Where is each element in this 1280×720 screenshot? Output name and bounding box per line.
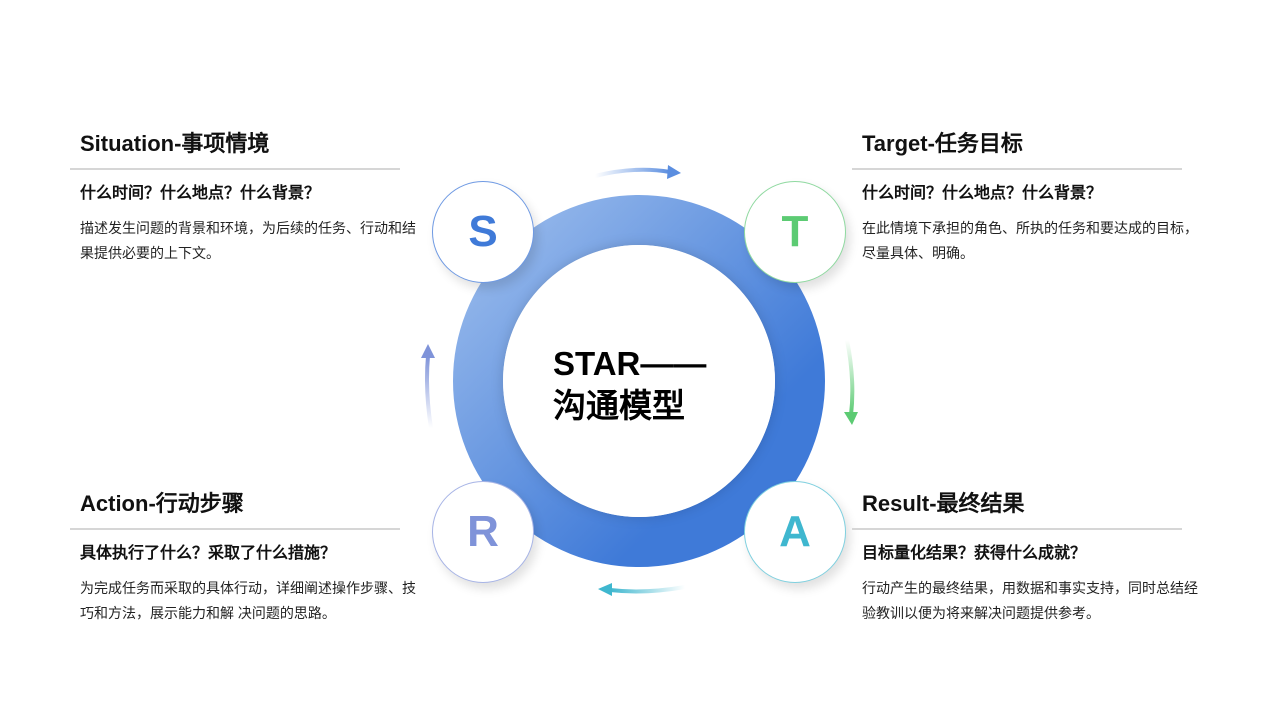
- panel-title: Situation-事项情境: [80, 131, 270, 156]
- node-r: R: [432, 481, 534, 583]
- outer-ring: [453, 195, 825, 567]
- divider: [852, 528, 1182, 530]
- node-t: T: [744, 181, 846, 283]
- arrow-left-icon: [421, 344, 435, 429]
- arrow-top-icon: [594, 165, 681, 179]
- panel-result: Result-最终结果 目标量化结果？获得什么成就？ 行动产生的最终结果，用数据…: [852, 490, 1198, 626]
- node-a: A: [744, 481, 846, 583]
- node-s: S: [432, 181, 534, 283]
- center-title-line2: 沟通模型: [553, 387, 685, 424]
- divider: [70, 168, 400, 170]
- panel-question: 什么时间？什么地点？什么背景？: [862, 185, 1103, 202]
- panel-body: 在此情境下承担的角色、所执的任务和要达成的目标，尽量具体、明确。: [862, 220, 1198, 261]
- panel-target: Target-任务目标 什么时间？什么地点？什么背景？ 在此情境下承担的角色、所…: [852, 130, 1198, 266]
- divider: [852, 168, 1182, 170]
- panel-question: 具体执行了什么？采取了什么措施？: [80, 545, 337, 562]
- panel-situation: Situation-事项情境 什么时间？什么地点？什么背景？ 描述发生问题的背景…: [70, 130, 416, 266]
- panel-question: 什么时间？什么地点？什么背景？: [80, 185, 321, 202]
- inner-circle: [503, 245, 775, 517]
- panel-body: 描述发生问题的背景和环境，为后续的任务、行动和结果提供必要的上下文。: [80, 220, 416, 261]
- panel-question: 目标量化结果？获得什么成就？: [862, 545, 1087, 562]
- divider: [70, 528, 400, 530]
- center-title-line1: STAR——: [553, 345, 707, 382]
- panel-action: Action-行动步骤 具体执行了什么？采取了什么措施？ 为完成任务而采取的具体…: [70, 490, 416, 626]
- panel-title: Target-任务目标: [862, 131, 1023, 156]
- panel-body: 行动产生的最终结果，用数据和事实支持，同时总结经验教训以便为将来解决问题提供参考…: [862, 580, 1198, 621]
- panel-title: Result-最终结果: [862, 491, 1025, 516]
- arrow-bottom-icon: [598, 583, 686, 596]
- arrow-right-icon: [844, 339, 858, 425]
- center-title: STAR—— 沟通模型: [553, 343, 706, 427]
- panel-body: 为完成任务而采取的具体行动，详细阐述操作步骤、技巧和方法，展示能力和解 决问题的…: [80, 580, 416, 621]
- panel-title: Action-行动步骤: [80, 491, 244, 516]
